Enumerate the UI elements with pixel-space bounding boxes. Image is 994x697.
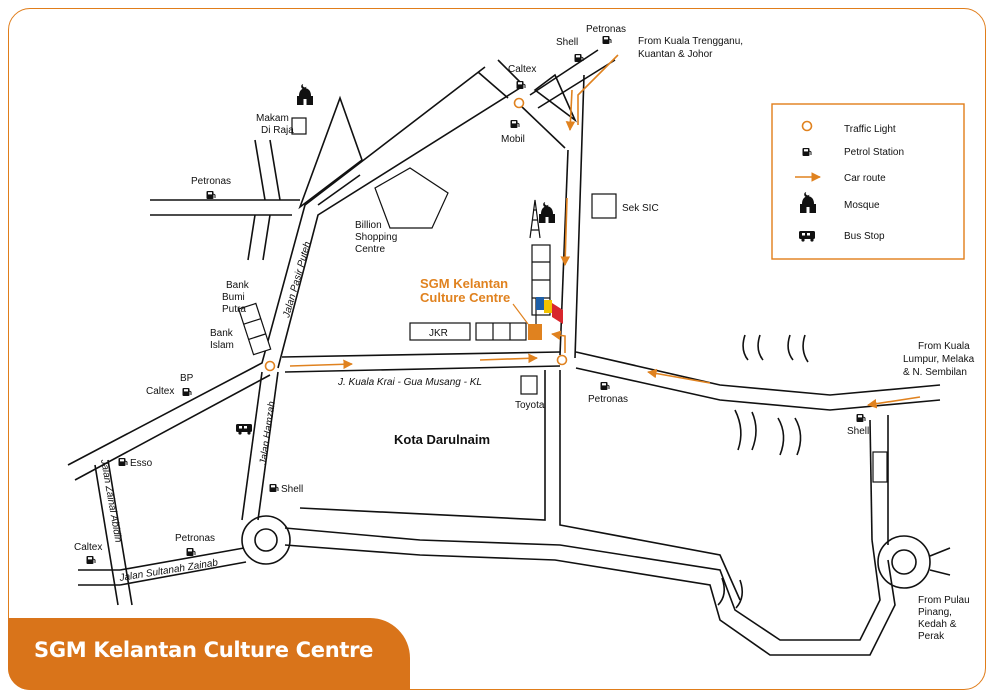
bus-stop-icon (236, 424, 252, 435)
footer-banner: SGM Kelantan Culture Centre (8, 618, 410, 690)
petrol-station-icon (118, 457, 128, 467)
label-esso: Esso (130, 458, 153, 469)
traffic-light-icon (513, 97, 525, 109)
label-caltex-w: Caltex (146, 386, 174, 397)
label-from-east-1: From Kuala (918, 341, 970, 352)
legend-label-car-route: Car route (844, 173, 886, 184)
traffic-light-icon (801, 120, 813, 132)
label-bank-bumi-3: Putra (222, 304, 246, 315)
label-from-east-3: & N. Sembilan (903, 367, 967, 378)
petrol-station-icon (206, 190, 216, 200)
traffic-light-icon (556, 354, 568, 366)
petrol-station-icon (516, 80, 526, 90)
label-caltex-sw: Caltex (74, 542, 102, 553)
label-makam-2: Di Raja (261, 125, 294, 136)
label-bp: BP (180, 373, 194, 384)
legend: Traffic Light Petrol Station Car route M… (771, 103, 965, 260)
label-area: Kota Darulnaim (394, 432, 490, 447)
label-sek-sic: Sek SIC (622, 203, 659, 214)
label-petronas-nw: Petronas (191, 176, 231, 187)
petrol-station-icon (182, 387, 192, 397)
label-caltex-top: Caltex (508, 64, 536, 75)
label-shell-sw: Shell (281, 484, 303, 495)
car-route (289, 54, 921, 409)
legend-label-mosque: Mosque (844, 200, 880, 211)
label-billion-1: Billion (355, 220, 382, 231)
petrol-station-icon (86, 555, 96, 565)
legend-label-traffic-light: Traffic Light (844, 124, 896, 135)
label-road-zainal-abidin: Jalan Zainal Abidin (98, 458, 124, 544)
label-from-north-1: From Kuala Trengganu, (638, 36, 743, 47)
label-bank-bumi-1: Bank (226, 280, 250, 291)
petrol-station-icon (186, 547, 196, 557)
legend-label-bus-stop: Bus Stop (844, 231, 885, 242)
label-from-east-2: Lumpur, Melaka (903, 354, 975, 365)
mosque-icon (297, 84, 313, 105)
label-bank-bumi-2: Bumi (222, 292, 245, 303)
label-petronas-sw: Petronas (175, 533, 215, 544)
label-from-south-3: Kedah & (918, 619, 957, 630)
label-petronas-e: Petronas (588, 394, 628, 405)
label-shell-e: Shell (847, 426, 869, 437)
flag-blue (536, 297, 544, 310)
traffic-lights (264, 97, 568, 372)
sgm-culture-centre-marker (528, 297, 563, 340)
petrol-station-icon (269, 483, 279, 493)
petrol-station-icon (600, 381, 610, 391)
label-petronas-top: Petronas (586, 24, 626, 35)
label-shell-top: Shell (556, 37, 578, 48)
flag-red (552, 303, 563, 324)
label-road-main: J. Kuala Krai - Gua Musang - KL (337, 377, 482, 388)
label-mobil: Mobil (501, 134, 525, 145)
label-makam-1: Makam (256, 113, 289, 124)
label-destination-1: SGM Kelantan (420, 276, 508, 291)
label-jkr: JKR (429, 328, 448, 339)
label-destination-2: Culture Centre (420, 290, 510, 305)
label-from-north-2: Kuantan & Johor (638, 49, 713, 60)
label-billion-3: Centre (355, 244, 385, 255)
petrol-station-icon (602, 35, 612, 45)
page-title: SGM Kelantan Culture Centre (34, 638, 374, 662)
legend-label-petrol-station: Petrol Station (844, 147, 904, 158)
traffic-light-icon (264, 360, 276, 372)
label-billion-2: Shopping (355, 232, 397, 243)
label-bank-islam-2: Islam (210, 340, 234, 351)
label-from-south-1: From Pulau (918, 595, 970, 606)
flag-yellow (544, 300, 552, 313)
petrol-station-icon (510, 119, 520, 129)
buildings (237, 117, 888, 483)
label-road-pasir-puteh: Jalan Pasir Puteh (281, 240, 314, 320)
label-from-south-2: Pinang, (918, 607, 952, 618)
petrol-station-icon (856, 413, 866, 423)
label-toyota: Toyota (515, 400, 545, 411)
map-frame (8, 8, 986, 690)
label-road-hamzah: Jalan Hamzah (258, 400, 278, 466)
label-bank-islam-1: Bank (210, 328, 234, 339)
mosque-icon (539, 202, 555, 223)
label-from-south-4: Perak (918, 631, 945, 642)
bus-stop-icon (799, 231, 815, 242)
